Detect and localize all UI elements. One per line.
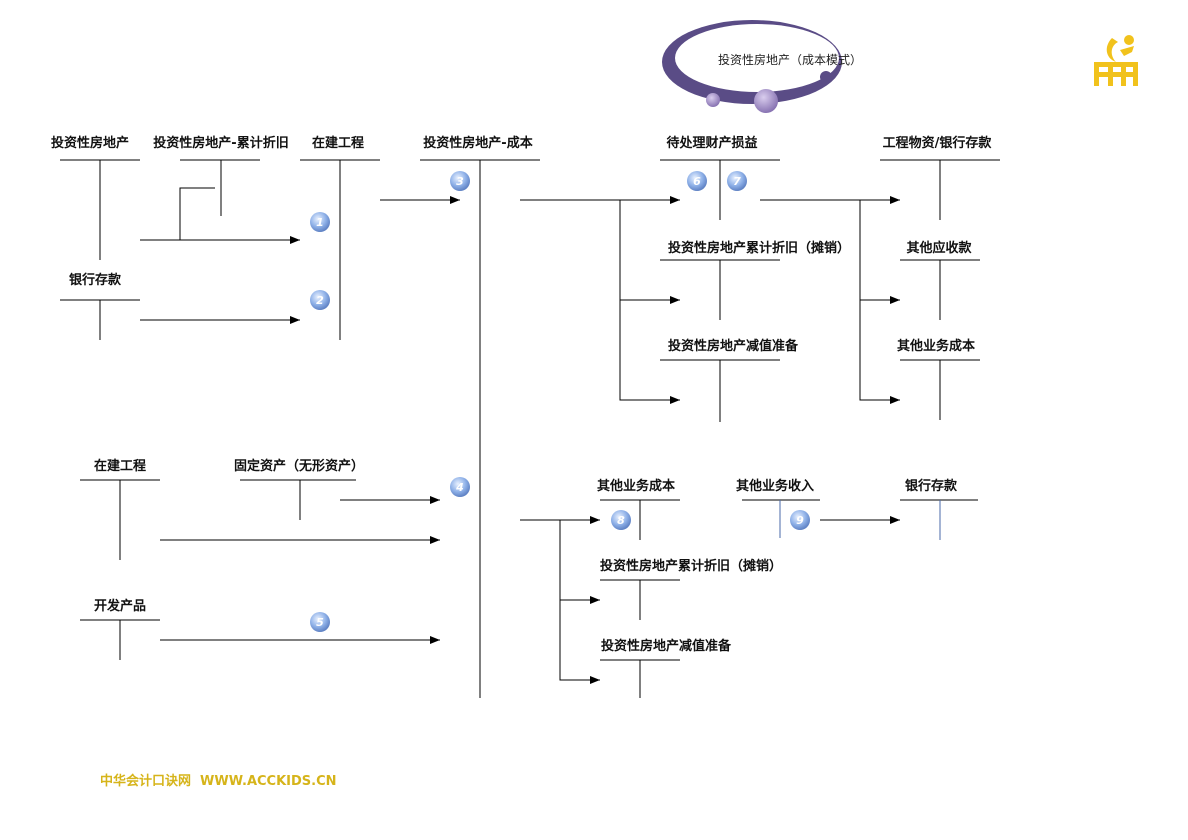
title-ring-inner (675, 24, 839, 92)
account-label: 银行存款 (905, 478, 958, 494)
account-label: 投资性房地产减值准备 (601, 638, 732, 654)
step-badge-8: 8 (611, 510, 631, 530)
t-account-bars (60, 159, 1000, 661)
step-number: 2 (316, 294, 324, 307)
account-label: 投资性房地产-成本 (423, 135, 532, 151)
step-number: 6 (693, 175, 701, 188)
account-label: 投资性房地产累计折旧（摊销） (668, 240, 850, 256)
step-number: 4 (455, 481, 464, 494)
account-label: 投资性房地产减值准备 (668, 338, 799, 354)
step-badge-4: 4 (450, 477, 470, 497)
account-label: 开发产品 (94, 598, 146, 614)
page-title: 投资性房地产（成本模式） (718, 52, 862, 67)
account-label: 其他业务收入 (736, 478, 814, 494)
title-dot-large (754, 89, 778, 113)
account-label: 工程物资/银行存款 (883, 135, 993, 151)
step-badge-6: 6 (687, 171, 707, 191)
account-label: 其他业务成本 (897, 338, 975, 354)
account-label: 银行存款 (69, 272, 122, 288)
step-badge-7: 7 (727, 171, 747, 191)
step-number: 3 (456, 175, 464, 188)
step-badge-5: 5 (310, 612, 330, 632)
step-number: 9 (796, 514, 804, 527)
step-badge-3: 3 (450, 171, 470, 191)
footer-watermark: 中华会计口诀网 WWW.ACCKIDS.CN (100, 773, 337, 789)
title-dot-right (820, 71, 832, 83)
account-label: 投资性房地产累计折旧（摊销） (600, 558, 782, 574)
account-label: 其他业务成本 (597, 478, 675, 494)
title-badge: 投资性房地产（成本模式） (662, 20, 862, 113)
step-badge-9: 9 (790, 510, 810, 530)
title-dot-small (706, 93, 720, 107)
step-number: 5 (316, 616, 324, 629)
account-label: 投资性房地产 (51, 135, 129, 151)
account-label: 固定资产（无形资产） (234, 458, 364, 474)
t-account-stems (99, 160, 941, 698)
step-badge-2: 2 (310, 290, 330, 310)
flow-arrows (140, 187, 900, 684)
account-label: 其他应收款 (906, 240, 972, 256)
account-label: 在建工程 (94, 458, 146, 474)
account-label: 待处理财产损益 (665, 135, 757, 151)
step-number: 1 (316, 216, 324, 229)
step-badge-1: 1 (310, 212, 330, 232)
account-label: 投资性房地产-累计折旧 (153, 135, 288, 151)
step-number: 8 (617, 514, 625, 527)
logo-icon (1094, 35, 1138, 86)
account-label: 在建工程 (312, 135, 364, 151)
step-number: 7 (733, 175, 741, 188)
